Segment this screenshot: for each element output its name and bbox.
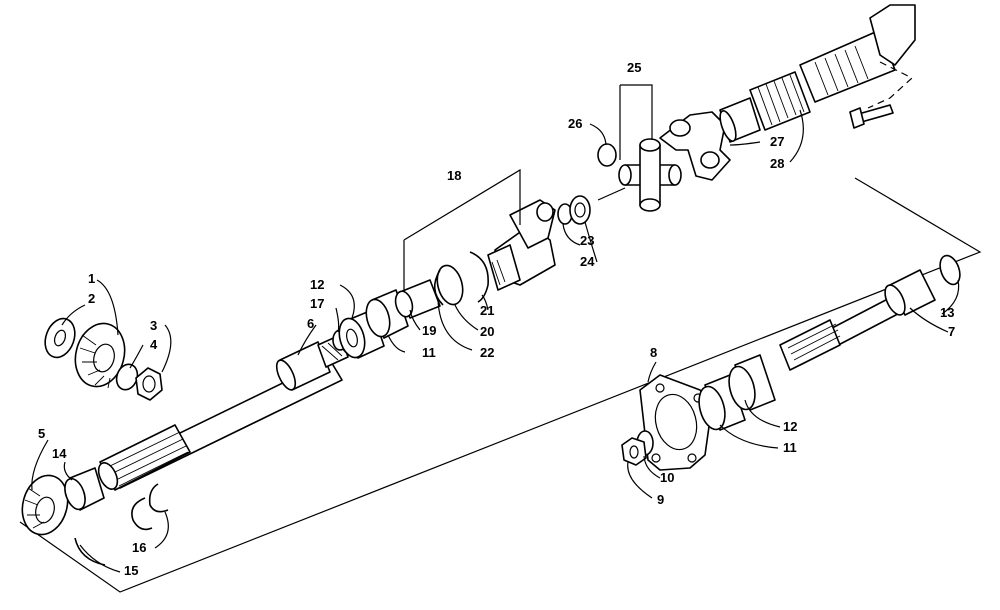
label-23: 23 <box>580 233 594 248</box>
label-26: 26 <box>568 116 582 131</box>
snap-ring-15 <box>74 537 106 566</box>
axle-housing <box>799 4 916 103</box>
circlip-22 <box>433 269 444 306</box>
label-12b: 12 <box>783 419 797 434</box>
label-14: 14 <box>52 446 67 461</box>
bearing-11b <box>698 374 746 431</box>
label-28: 28 <box>770 156 784 171</box>
u-joint-25 <box>618 138 682 212</box>
gear-1 <box>74 322 126 389</box>
circlip-16a <box>131 497 153 531</box>
circlip-16b <box>148 483 169 513</box>
label-11b: 11 <box>783 440 797 455</box>
label-11a: 11 <box>422 345 436 360</box>
label-13: 13 <box>940 305 954 320</box>
label-25: 25 <box>627 60 641 75</box>
nut-3 <box>135 367 163 401</box>
label-17: 17 <box>310 296 324 311</box>
snap-ring-26 <box>597 143 617 167</box>
label-15: 15 <box>124 563 138 578</box>
frame-outline <box>19 177 982 593</box>
label-1: 1 <box>88 271 95 286</box>
label-5: 5 <box>38 426 45 441</box>
label-22: 22 <box>480 345 494 360</box>
shaft-7 <box>779 269 936 371</box>
bolt <box>849 104 894 129</box>
label-6: 6 <box>307 316 314 331</box>
seal-13 <box>939 254 961 286</box>
label-9: 9 <box>657 492 664 507</box>
label-10: 10 <box>660 470 674 485</box>
label-4: 4 <box>150 337 158 352</box>
label-12a: 12 <box>310 277 324 292</box>
housing-dash-outline <box>867 61 914 109</box>
label-20: 20 <box>480 324 494 339</box>
part-labels: 1 2 3 4 5 14 15 16 6 12 17 19 11 20 22 2… <box>38 60 955 578</box>
sleeve-19 <box>394 279 441 319</box>
yoke-18 <box>487 199 556 291</box>
gear-5 <box>21 474 69 536</box>
yoke-27 <box>659 97 761 181</box>
label-18: 18 <box>447 168 461 183</box>
main-shaft <box>97 334 349 491</box>
label-24: 24 <box>580 254 595 269</box>
nut-9 <box>621 437 647 466</box>
boot-28 <box>749 71 811 131</box>
label-19: 19 <box>422 323 436 338</box>
circlip-21 <box>469 251 489 303</box>
label-21: 21 <box>480 303 494 318</box>
label-8: 8 <box>650 345 657 360</box>
label-7: 7 <box>948 324 955 339</box>
bearing-12b <box>728 354 776 411</box>
leader-lines <box>31 84 960 573</box>
label-27: 27 <box>770 134 784 149</box>
flange-8 <box>639 374 713 471</box>
label-16: 16 <box>132 540 146 555</box>
bearing-24 <box>569 195 591 225</box>
bearing-14 <box>64 467 105 511</box>
washer-20 <box>436 264 464 306</box>
washer-2 <box>44 317 76 359</box>
label-2: 2 <box>88 291 95 306</box>
label-3: 3 <box>150 318 157 333</box>
